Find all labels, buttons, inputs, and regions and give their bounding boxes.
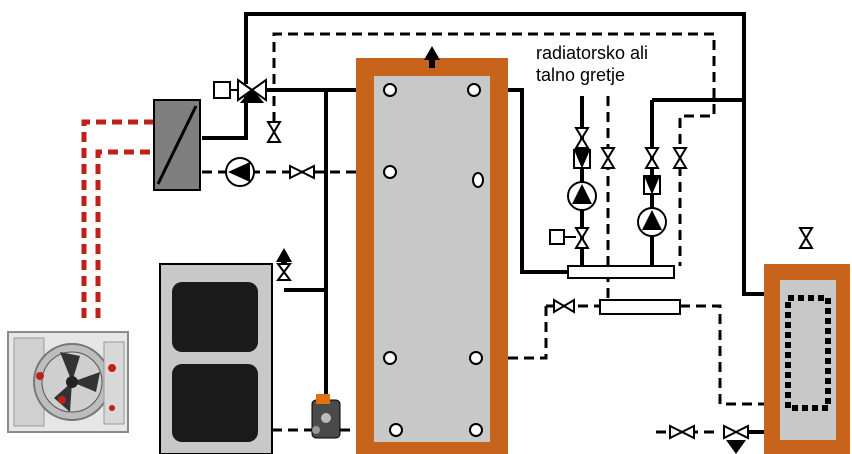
three-way-valve-icon bbox=[213, 78, 576, 245]
valve-icon bbox=[266, 121, 814, 440]
pump-icon bbox=[225, 157, 667, 237]
mixing-valve-icon bbox=[311, 394, 341, 439]
check-valve-icon bbox=[573, 149, 661, 195]
refrigerant-lines bbox=[81, 119, 154, 318]
vent-arrow-icon bbox=[276, 46, 746, 454]
heating-label-line1: radiatorsko ali bbox=[536, 43, 649, 63]
indoor-unit bbox=[159, 263, 273, 454]
buffer-tank bbox=[356, 58, 508, 454]
outdoor-unit-icon bbox=[7, 331, 129, 433]
return-pipes bbox=[202, 32, 832, 434]
manifolds bbox=[567, 265, 681, 315]
heat-exchanger-icon bbox=[153, 99, 201, 191]
heating-label-line2: talno gretje bbox=[536, 65, 626, 85]
hot-water-tank bbox=[764, 264, 850, 454]
